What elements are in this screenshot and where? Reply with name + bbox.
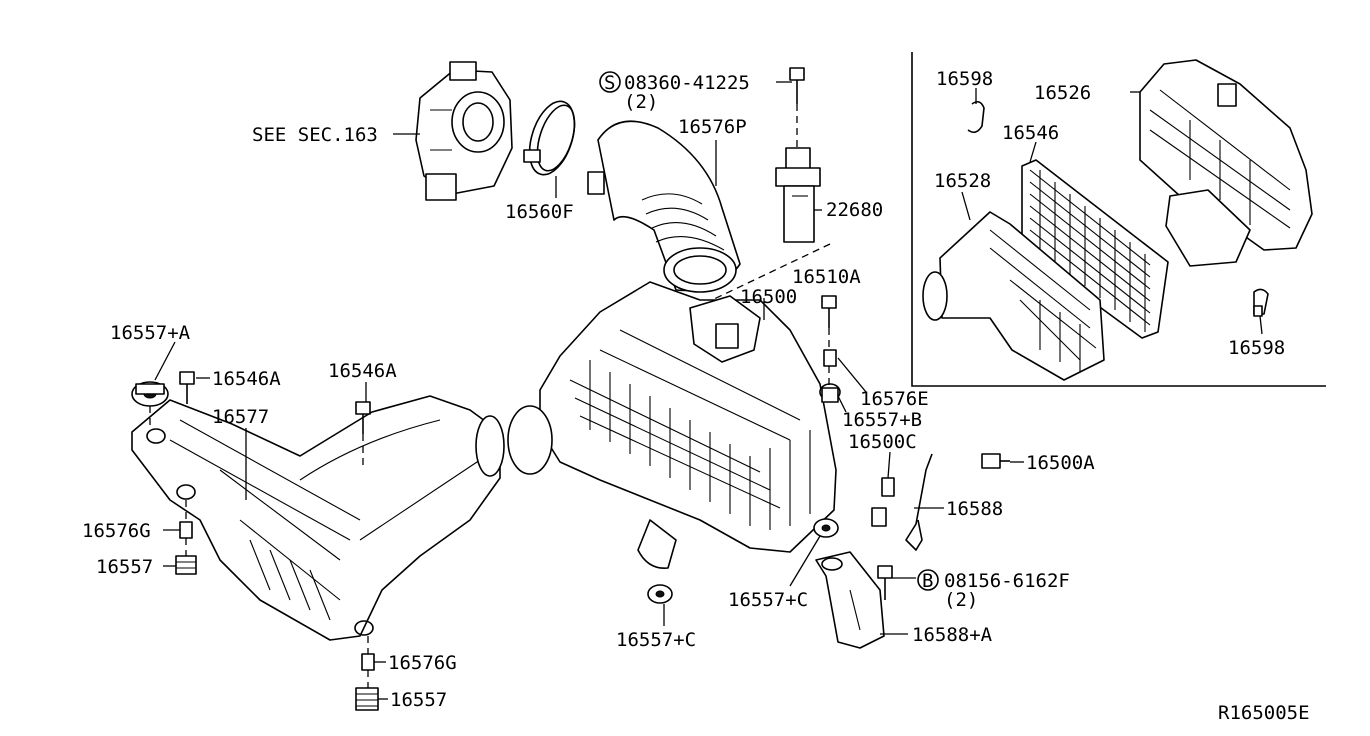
collar-16576G-left (179, 521, 193, 539)
upper-case-16526 (1139, 59, 1313, 267)
label-22680: 22680 (826, 199, 883, 221)
maf-sensor-22680 (775, 147, 821, 243)
grommet-16557C-bottom (647, 584, 673, 604)
screw-symbol-circle: S (599, 71, 621, 94)
label-16557B: 16557+B (842, 409, 922, 431)
label-16576E: 16576E (860, 388, 929, 410)
bolt-16500A (981, 453, 1010, 469)
label-see-sec: SEE SEC.163 (252, 124, 378, 146)
label-16557-bottom: 16557 (390, 689, 447, 711)
label-16557A: 16557+A (110, 322, 191, 344)
label-16500C: 16500C (848, 431, 917, 453)
grommet-16557-bottom (355, 687, 379, 711)
label-16546A-mid: 16546A (328, 360, 397, 382)
clip-16500C (871, 477, 895, 527)
screw-08360-41225 (789, 67, 805, 104)
grommet-16557C-right (813, 518, 839, 538)
label-16546A-left: 16546A (212, 368, 281, 390)
label-16576P: 16576P (678, 116, 747, 138)
label-16557-left: 16557 (96, 556, 153, 578)
label-inset-16598-top: 16598 (936, 68, 993, 90)
bracket-16588 (905, 453, 933, 551)
leader-lines (149, 81, 1263, 700)
label-16510A: 16510A (792, 266, 861, 288)
label-inset-16528: 16528 (934, 170, 991, 192)
bolt-symbol-letter: B (922, 570, 933, 592)
bolt-symbol-circle: B (917, 569, 939, 592)
part-labels: SEE SEC.163 08360-41225 (2) 16576P 16560… (82, 68, 1310, 724)
grommet-16557-left (175, 555, 197, 575)
inset-frame (911, 52, 1326, 387)
label-16500: 16500 (740, 286, 797, 308)
bracket-16588A (815, 551, 885, 649)
label-16588A: 16588+A (912, 624, 993, 646)
hose-clamp-16560F (523, 100, 576, 176)
collar-16576E (823, 349, 837, 367)
screw-symbol-letter: S (604, 72, 615, 94)
bolt-08156-6162F (877, 565, 893, 600)
bolt-16510A (821, 295, 837, 328)
label-16560F: 16560F (505, 201, 574, 223)
label-16577: 16577 (212, 406, 269, 428)
label-bolt-spec-top: 08360-41225 (624, 72, 750, 94)
label-inset-16598-bottom: 16598 (1228, 337, 1285, 359)
label-inset-16546: 16546 (1002, 122, 1059, 144)
label-diagram-ref: R165005E (1218, 702, 1310, 724)
label-bolt-spec-bottom: 08156-6162F (944, 570, 1070, 592)
bolt-16546A-mid (355, 401, 371, 434)
air-duct-16576P (587, 120, 741, 293)
bolt-16546A-left (179, 371, 195, 404)
label-16557C-bottom: 16557+C (616, 629, 696, 651)
label-16576G-left: 16576G (82, 520, 151, 542)
lower-case-16528 (922, 211, 1105, 381)
label-inset-16526: 16526 (1034, 82, 1091, 104)
filter-element-16546 (1021, 159, 1169, 339)
clip-16598-bottom (1253, 288, 1269, 317)
label-bolt-spec-bottom-qty: (2) (944, 589, 978, 611)
intake-duct-16577 (131, 395, 505, 641)
label-16588: 16588 (946, 498, 1003, 520)
clip-16598-top (967, 100, 985, 134)
label-16576G-bottom: 16576G (388, 652, 457, 674)
grommet-16557A (131, 381, 169, 407)
throttle-body (415, 61, 513, 201)
label-bolt-spec-top-qty: (2) (624, 91, 658, 113)
label-16500A: 16500A (1026, 452, 1095, 474)
grommet-16557B (819, 383, 841, 403)
label-16557C-right: 16557+C (728, 589, 808, 611)
air-cleaner-body-16500 (507, 281, 837, 569)
collar-16576G-bottom (361, 653, 375, 671)
